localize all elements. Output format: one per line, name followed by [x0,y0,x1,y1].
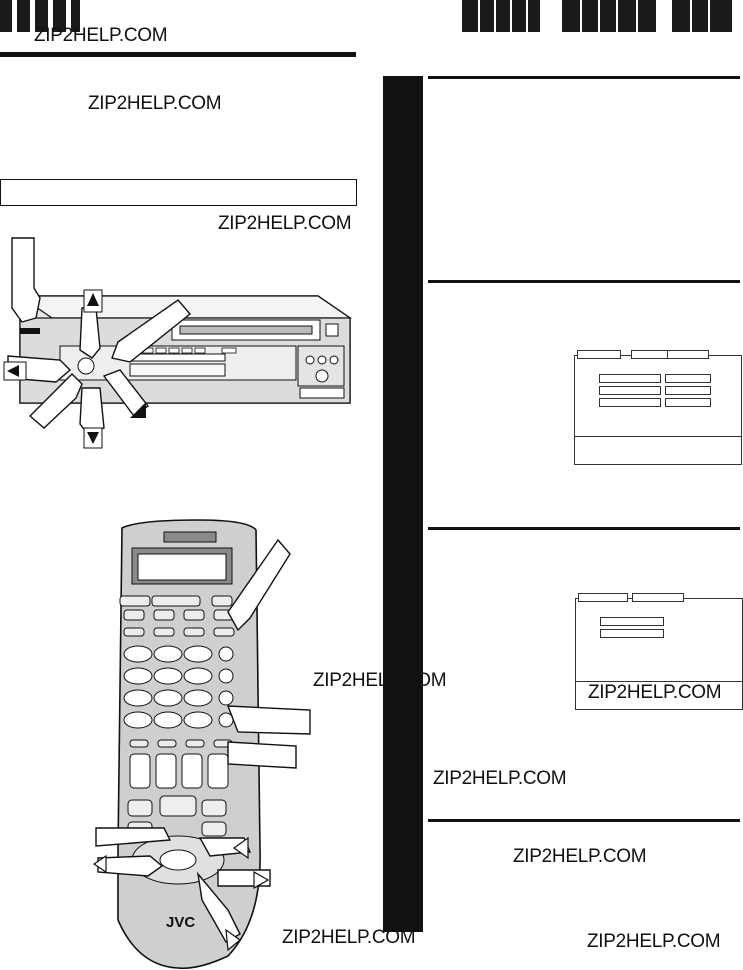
instruction-box [0,179,357,206]
header-tab-right-2 [562,0,656,32]
header-stripe [526,0,528,32]
header-stripe [690,0,692,32]
header-stripe [708,0,710,32]
watermark: ZIP2HELP.COM [588,682,722,703]
header-stripe [478,0,480,32]
menu-row [600,617,664,626]
header-stripe [598,0,600,32]
watermark: ZIP2HELP.COM [282,927,416,948]
header-stripe [510,0,512,32]
watermark: ZIP2HELP.COM [513,846,647,867]
menu-row [600,629,664,638]
menu-row [599,386,661,395]
watermark: ZIP2HELP.COM [433,768,567,789]
vcr-panel-icon [3,237,352,449]
header-stripe [580,0,582,32]
menu-row [599,398,661,407]
header-rule [0,52,356,57]
step-divider-1 [428,76,740,79]
remote-brand-label: JVC [166,914,195,931]
menu-tab [577,350,621,359]
menu-tab [632,593,684,602]
menu-footer-rule [576,681,742,682]
header-stripe [636,0,638,32]
menu-tab [667,350,709,359]
menu-row [665,374,711,383]
header-stripe [12,0,17,32]
menu-screen-icon [574,350,742,465]
header-tab-right-1 [462,0,540,32]
watermark: ZIP2HELP.COM [587,931,721,952]
remote-control-icon: JVC [92,519,311,970]
step-divider-3 [428,527,740,530]
header-stripe [66,0,71,32]
header-stripe [616,0,618,32]
menu-row [599,374,661,383]
step-divider-2 [428,280,740,283]
step-column-bar [383,76,423,932]
header-tab-right-3 [672,0,732,32]
header-stripe [494,0,496,32]
menu-tab [578,593,628,602]
step-divider-4 [428,819,740,822]
watermark: ZIP2HELP.COM [218,213,352,234]
menu-row [665,386,711,395]
header-stripe [30,0,35,32]
watermark: ZIP2HELP.COM [313,670,447,691]
menu-footer-rule [575,436,741,437]
menu-row [665,398,711,407]
watermark: ZIP2HELP.COM [34,25,168,46]
header-stripe [48,0,53,32]
watermark: ZIP2HELP.COM [88,93,222,114]
